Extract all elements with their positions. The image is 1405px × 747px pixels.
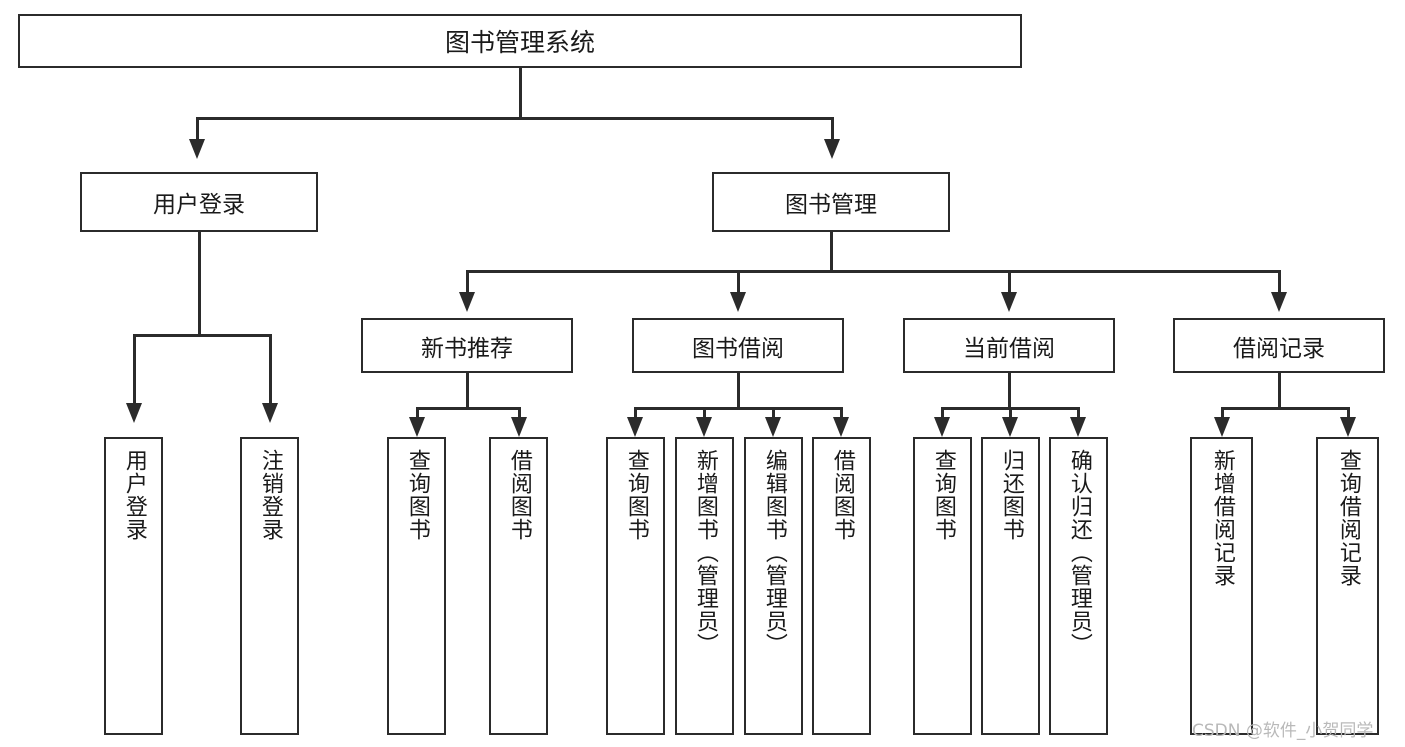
connector-user-login-drop-2 — [269, 334, 272, 409]
node-borrow-record[interactable]: 借阅记录 — [1173, 318, 1385, 373]
connector-borrow-record-stem — [1278, 373, 1281, 409]
leaf-label: 新增图书（管理员） — [692, 449, 718, 656]
connector-to-borrow-record — [1278, 270, 1281, 298]
node-book-management[interactable]: 图书管理 — [712, 172, 950, 232]
arrowhead-leaf-borrow-book-2 — [833, 417, 849, 437]
leaf-label: 编辑图书（管理员） — [761, 449, 787, 656]
arrowhead-leaf-return-book — [1002, 417, 1018, 437]
connector-book-borrow-bar — [634, 407, 842, 410]
leaf-label: 用户登录 — [121, 449, 147, 541]
connector-new-book-stem — [466, 373, 469, 409]
arrowhead-new-book-recommend — [459, 292, 475, 312]
connector-current-borrow-drop-3 — [1077, 407, 1080, 423]
arrowhead-book-manage — [824, 139, 840, 159]
arrowhead-borrow-record — [1271, 292, 1287, 312]
connector-book-borrow-drop-3 — [772, 407, 775, 423]
connector-root-stem — [519, 68, 522, 119]
leaf-label: 注销登录 — [257, 449, 283, 541]
leaf-add-book-admin[interactable]: 新增图书（管理员） — [675, 437, 734, 735]
connector-to-new-book — [466, 270, 469, 298]
connector-book-borrow-drop-2 — [703, 407, 706, 423]
arrowhead-leaf-edit-book — [765, 417, 781, 437]
leaf-query-book-current[interactable]: 查询图书 — [913, 437, 972, 735]
leaf-label: 确认归还（管理员） — [1066, 449, 1092, 656]
arrowhead-leaf-add-book — [696, 417, 712, 437]
watermark-text: CSDN @软件_小贺同学 — [1192, 721, 1374, 741]
node-label: 当前借阅 — [963, 335, 1055, 362]
arrowhead-leaf-query-record — [1340, 417, 1356, 437]
arrowhead-leaf-logout — [262, 403, 278, 423]
leaf-user-login[interactable]: 用户登录 — [104, 437, 163, 735]
leaf-query-borrow-record[interactable]: 查询借阅记录 — [1316, 437, 1379, 735]
node-label: 借阅记录 — [1233, 335, 1325, 362]
arrowhead-leaf-confirm-return — [1070, 417, 1086, 437]
leaf-return-book[interactable]: 归还图书 — [981, 437, 1040, 735]
leaf-label: 借阅图书 — [829, 449, 855, 541]
node-root-system[interactable]: 图书管理系统 — [18, 14, 1022, 68]
arrowhead-leaf-query-book-3 — [934, 417, 950, 437]
connector-to-current-borrow — [1008, 270, 1011, 298]
leaf-label: 查询图书 — [930, 449, 956, 541]
leaf-label: 查询图书 — [623, 449, 649, 541]
connector-user-login-bar — [133, 334, 271, 337]
arrowhead-user-login — [189, 139, 205, 159]
connector-level3-bar — [466, 270, 1280, 273]
node-label: 新书推荐 — [421, 335, 513, 362]
leaf-label: 新增借阅记录 — [1209, 449, 1235, 587]
leaf-query-book-recommend[interactable]: 查询图书 — [387, 437, 446, 735]
leaf-add-borrow-record[interactable]: 新增借阅记录 — [1190, 437, 1253, 735]
leaf-label: 归还图书 — [998, 449, 1024, 541]
leaf-edit-book-admin[interactable]: 编辑图书（管理员） — [744, 437, 803, 735]
connector-to-book-manage — [831, 117, 834, 145]
connector-borrow-record-drop-1 — [1221, 407, 1224, 423]
arrowhead-leaf-add-record — [1214, 417, 1230, 437]
arrowhead-leaf-query-book-2 — [627, 417, 643, 437]
arrowhead-leaf-user-login — [126, 403, 142, 423]
node-label: 图书管理系统 — [444, 28, 595, 57]
connector-current-borrow-drop-1 — [941, 407, 944, 423]
node-current-borrow[interactable]: 当前借阅 — [903, 318, 1115, 373]
connector-book-borrow-drop-1 — [634, 407, 637, 423]
connector-borrow-record-bar — [1221, 407, 1349, 410]
arrowhead-book-borrow — [730, 292, 746, 312]
connector-book-borrow-drop-4 — [840, 407, 843, 423]
leaf-query-book-borrow[interactable]: 查询图书 — [606, 437, 665, 735]
leaf-label: 借阅图书 — [506, 449, 532, 541]
connector-new-book-bar — [416, 407, 520, 410]
connector-new-book-drop-1 — [416, 407, 419, 423]
node-new-book-recommend[interactable]: 新书推荐 — [361, 318, 573, 373]
leaf-borrow-book[interactable]: 借阅图书 — [812, 437, 871, 735]
leaf-label: 查询借阅记录 — [1335, 449, 1361, 587]
connector-to-book-borrow — [737, 270, 740, 298]
connector-user-login-drop-1 — [133, 334, 136, 409]
leaf-confirm-return-admin[interactable]: 确认归还（管理员） — [1049, 437, 1108, 735]
arrowhead-leaf-query-book-1 — [409, 417, 425, 437]
arrowhead-leaf-borrow-book-1 — [511, 417, 527, 437]
node-label: 图书借阅 — [692, 335, 784, 362]
connector-user-login-stem — [198, 232, 201, 336]
leaf-borrow-book-recommend[interactable]: 借阅图书 — [489, 437, 548, 735]
node-book-borrow[interactable]: 图书借阅 — [632, 318, 844, 373]
arrowhead-current-borrow — [1001, 292, 1017, 312]
connector-borrow-record-drop-2 — [1347, 407, 1350, 423]
connector-book-borrow-stem — [737, 373, 740, 409]
connector-current-borrow-stem — [1008, 373, 1011, 409]
node-label: 图书管理 — [785, 192, 877, 218]
connector-book-manage-stem — [830, 232, 833, 273]
connector-level2-bar — [196, 117, 833, 120]
leaf-label: 查询图书 — [404, 449, 430, 541]
connector-current-borrow-drop-2 — [1009, 407, 1012, 423]
node-label: 用户登录 — [153, 192, 245, 218]
connector-new-book-drop-2 — [518, 407, 521, 423]
leaf-logout[interactable]: 注销登录 — [240, 437, 299, 735]
watermark-credit: CSDN @软件_小贺同学 — [1192, 716, 1373, 741]
connector-to-user-login — [196, 117, 199, 145]
node-user-login[interactable]: 用户登录 — [80, 172, 318, 232]
